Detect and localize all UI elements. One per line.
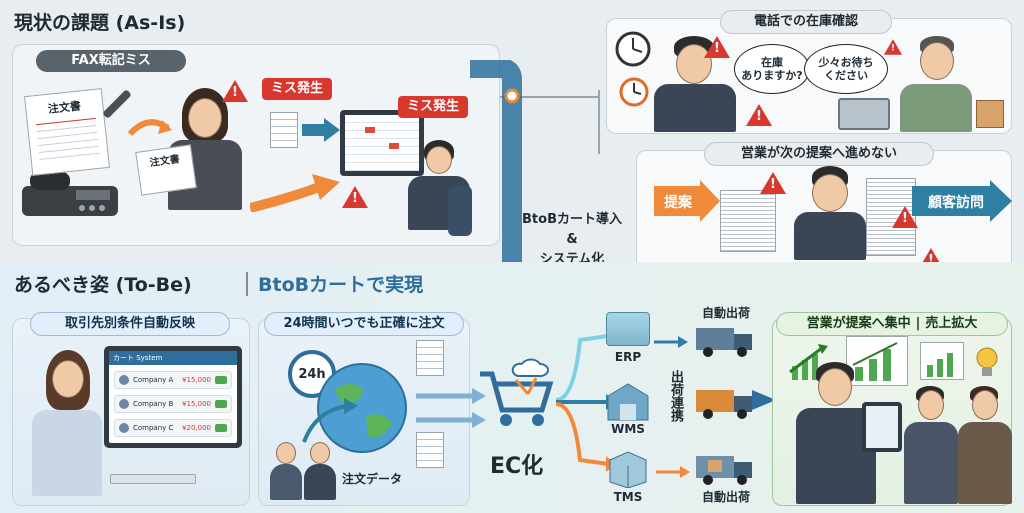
warning-icon: ! — [222, 80, 248, 102]
warning-icon: ! — [883, 39, 903, 55]
wms-label: WMS — [611, 422, 645, 436]
office-chair — [448, 186, 472, 236]
arrow-right-teal — [302, 118, 340, 146]
speech-bubble-right: 少々お待ち ください — [804, 44, 888, 94]
arrow-right-small — [654, 334, 688, 353]
fax-label: FAX転記ミス — [36, 50, 186, 72]
ec-label: EC化 — [490, 454, 544, 479]
asis-title: 現状の課題 (As-Is) — [14, 12, 186, 34]
document-icon — [270, 112, 298, 148]
lightbulb-icon — [972, 344, 1002, 384]
order-document-title: 注文書 — [47, 99, 82, 116]
erp-label: ERP — [614, 350, 642, 364]
confirm-button[interactable] — [215, 400, 227, 408]
phone-label: 電話での在庫確認 — [720, 10, 892, 34]
company-row[interactable]: Company A ¥15,000 — [114, 371, 232, 389]
office-woman — [22, 350, 112, 500]
avatar-icon — [119, 399, 129, 409]
stressed-salesman — [790, 166, 870, 260]
fax-machine-icon — [20, 168, 120, 218]
warehouse-icon — [604, 382, 652, 426]
company-row[interactable]: Company B ¥15,000 — [114, 395, 232, 413]
result-arrow — [752, 390, 776, 414]
warning-icon: ! — [892, 206, 918, 228]
error-badge-1: ミス発生 — [262, 78, 332, 100]
angry-businessman — [652, 36, 738, 132]
growth-chart-icon — [846, 336, 908, 386]
sales-label: 営業が次の提案へ進めない — [704, 142, 934, 166]
confirm-button[interactable] — [215, 424, 227, 432]
tobe-divider — [246, 272, 248, 296]
company-name: Company A — [133, 376, 174, 384]
company-name: Company C — [133, 424, 174, 432]
document-icon — [416, 340, 444, 376]
auto-ship-top-label: 自動出荷 — [701, 306, 750, 320]
curved-arrow-orange — [127, 112, 172, 146]
company-price: ¥15,000 — [182, 376, 211, 384]
tobe-subtitle: BtoBカートで実現 — [258, 274, 424, 296]
link-vertical-label: 出荷連携 — [668, 370, 683, 422]
truck-icon — [696, 324, 756, 362]
paper-stack-left — [720, 190, 776, 252]
keyboard — [110, 474, 196, 484]
error-badge-2: ミス発生 — [398, 96, 468, 118]
avatar-icon — [119, 423, 129, 433]
avatar-icon — [119, 375, 129, 385]
big-arrow-orange — [248, 172, 340, 216]
tablet-icon — [862, 402, 902, 452]
document-icon — [416, 432, 444, 468]
warning-icon: ! — [760, 172, 786, 194]
warning-icon: ! — [746, 104, 772, 126]
anytime-label: 24時間いつでも正確に注文 — [264, 312, 464, 336]
businessman-handshake-right — [954, 386, 1014, 506]
speech-bubble-left: 在庫 ありますか? — [734, 44, 810, 94]
center-caption: BtoBカート導入 & システム化 — [522, 212, 622, 267]
tms-label: TMS — [613, 490, 643, 504]
proposal-arrow: 提案 — [654, 180, 720, 226]
confirm-button[interactable] — [215, 376, 227, 384]
order-document: 注文書 — [24, 88, 110, 176]
warning-icon: ! — [342, 186, 368, 208]
warning-icon: ! — [704, 36, 730, 58]
company-price: ¥20,000 — [182, 424, 211, 432]
truck-icon — [696, 386, 756, 424]
laptop-icon — [838, 98, 890, 130]
box-icon — [606, 448, 650, 492]
auto-ship-bottom-label: 自動出荷 — [701, 490, 750, 504]
growth-chart-icon — [920, 342, 964, 380]
order-data-label: 注文データ — [342, 472, 403, 486]
conditions-label: 取引先別条件自動反映 — [30, 312, 230, 336]
computer-monitor — [340, 110, 424, 176]
erp-server-icon — [606, 312, 650, 346]
order-document-held: 注文書 — [135, 144, 197, 196]
result-label: 営業が提案へ集中|売上拡大 — [776, 312, 1008, 336]
clock-icon — [614, 30, 652, 72]
company-row[interactable]: Company C ¥20,000 — [114, 419, 232, 437]
visit-arrow: 顧客訪問 — [912, 180, 1012, 226]
box-icon — [976, 100, 1004, 128]
connector-line — [500, 96, 600, 98]
tobe-title: あるべき姿 (To-Be) — [14, 274, 192, 296]
worried-woman — [160, 88, 250, 228]
customer-pair — [270, 442, 340, 502]
flow-arrows — [296, 380, 486, 464]
screen-title: カート System — [109, 351, 237, 365]
company-name: Company B — [133, 400, 174, 408]
globe-icon — [314, 360, 410, 460]
warehouse-worker — [896, 36, 976, 132]
truck-icon — [696, 452, 756, 490]
businessman-handshake-left — [900, 386, 960, 506]
company-price: ¥15,000 — [182, 400, 211, 408]
connector-line — [598, 90, 600, 154]
growth-chart-icon — [788, 342, 832, 386]
ec-cart-icon — [476, 354, 556, 438]
arrow-right-small — [656, 464, 690, 483]
clock-icon — [618, 76, 650, 112]
